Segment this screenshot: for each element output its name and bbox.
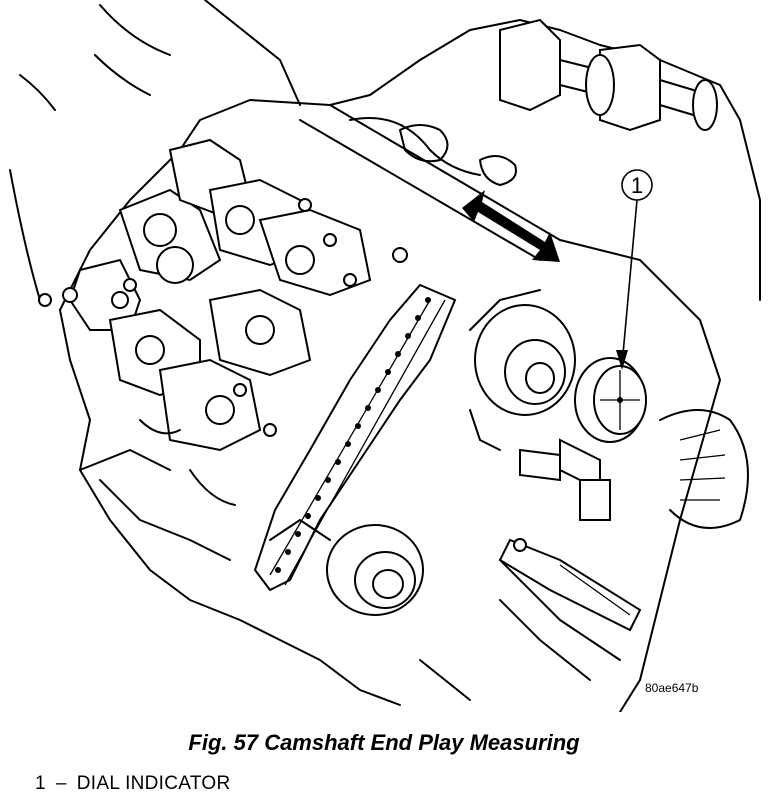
figure-caption: Fig. 57 Camshaft End Play Measuring (188, 730, 580, 755)
dial-indicator (498, 357, 647, 632)
camshaft-upper (499, 18, 718, 132)
timing-chain (253, 283, 457, 592)
background-sketch (9, 0, 301, 301)
camshaft-end-play-illustration: 1 (9, 0, 761, 712)
engine-block (59, 19, 761, 712)
callout-1: 1 (616, 169, 653, 370)
legend-item-separator: – (55, 773, 67, 794)
callout-number: 1 (631, 173, 643, 198)
cam-sprocket-lower (269, 519, 424, 616)
cam-sprocket-upper (469, 289, 576, 451)
legend: 1–DIAL INDICATOR (35, 773, 231, 795)
camshaft-left (38, 138, 408, 506)
image-code: 80ae647b (645, 681, 699, 695)
legend-item-label: DIAL INDICATOR (76, 773, 231, 794)
legend-item-number: 1 (35, 773, 46, 794)
end-play-direction-arrow (462, 190, 560, 262)
